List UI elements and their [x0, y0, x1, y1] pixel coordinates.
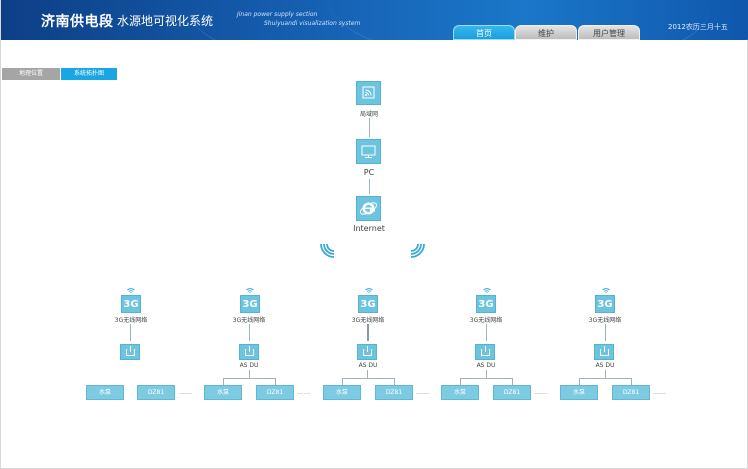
3g-module[interactable]: 3G	[240, 295, 260, 313]
internet-node[interactable]	[356, 196, 381, 221]
wifi-icon	[602, 288, 610, 293]
3g-network-label: 3G无线网络	[588, 317, 622, 324]
connector	[342, 378, 343, 385]
brand-subtitle: 水源地可视化系统	[117, 14, 214, 28]
lan-label: 局域网	[359, 111, 378, 118]
tab-maintenance[interactable]: 维护	[515, 25, 577, 40]
asdu-label: AS DU	[358, 362, 378, 369]
pc-label: PC	[363, 168, 375, 177]
device-node[interactable]	[357, 344, 377, 360]
connector	[249, 324, 250, 341]
brand-title: 济南供电段	[41, 14, 114, 30]
device-icon	[245, 346, 254, 356]
more-indicator: ……	[297, 389, 311, 396]
dz81-node[interactable]: DZ81	[612, 385, 650, 400]
connector	[367, 324, 369, 341]
more-indicator: ……	[534, 389, 548, 396]
internet-label: Internet	[353, 224, 385, 233]
pump-node[interactable]: 水泵	[441, 385, 479, 400]
subtab-geographic-location[interactable]: 地理位置	[2, 68, 60, 80]
device-icon	[600, 346, 609, 356]
3g-network-label: 3G无线网络	[232, 317, 266, 324]
asdu-label: AS DU	[595, 362, 615, 369]
wifi-icon	[127, 288, 135, 293]
device-icon	[126, 346, 135, 356]
more-indicator: ……	[416, 389, 430, 396]
english-title-line1: Jinan power supply section	[237, 11, 318, 18]
3g-module[interactable]: 3G	[358, 295, 378, 313]
pump-node[interactable]: 水泵	[323, 385, 361, 400]
wifi-icon	[483, 288, 491, 293]
dz81-node[interactable]: DZ81	[256, 385, 294, 400]
internet-explorer-icon	[359, 202, 378, 215]
connector	[394, 378, 395, 385]
connector	[631, 378, 632, 385]
date-display: 2012农历三月十五	[668, 23, 728, 31]
connector	[605, 370, 606, 378]
dz81-node[interactable]: DZ81	[375, 385, 413, 400]
3g-network-label: 3G无线网络	[351, 317, 385, 324]
dz81-node[interactable]: DZ81	[493, 385, 531, 400]
connector	[605, 324, 606, 341]
connector	[579, 378, 580, 385]
connector	[369, 179, 370, 194]
wireless-signal-icon	[410, 243, 425, 258]
device-node[interactable]	[594, 344, 614, 360]
wireless-signal-icon	[320, 243, 335, 258]
connector	[486, 324, 487, 341]
3g-network-label: 3G无线网络	[114, 317, 148, 324]
device-node[interactable]	[239, 344, 259, 360]
pump-node[interactable]: 水泵	[86, 385, 124, 400]
connector	[369, 118, 370, 137]
device-icon	[481, 346, 490, 356]
rss-icon	[362, 86, 375, 99]
connector	[512, 378, 513, 385]
connector	[342, 378, 395, 379]
lan-node[interactable]	[356, 81, 381, 105]
connector	[275, 378, 276, 385]
device-node[interactable]	[120, 344, 140, 360]
english-title-line2: Shuiyuandi visualization system	[264, 20, 361, 27]
connector	[460, 378, 461, 385]
pump-node[interactable]: 水泵	[560, 385, 598, 400]
3g-module[interactable]: 3G	[476, 295, 496, 313]
asdu-label: AS DU	[239, 362, 259, 369]
monitor-icon	[361, 145, 376, 158]
wifi-icon	[246, 288, 254, 293]
pump-node[interactable]: 水泵	[204, 385, 242, 400]
device-icon	[363, 346, 372, 356]
dz81-node[interactable]: DZ81	[137, 385, 175, 400]
header-banner: 济南供电段 水源地可视化系统 Jinan power supply sectio…	[1, 0, 748, 40]
tab-user-management[interactable]: 用户管理	[578, 25, 640, 40]
pc-node[interactable]	[356, 139, 381, 164]
connector	[249, 370, 250, 378]
wifi-icon	[365, 288, 373, 293]
subtab-system-topology[interactable]: 系统拓扑图	[61, 68, 117, 80]
tab-home[interactable]: 首页	[453, 25, 515, 40]
3g-network-label: 3G无线网络	[469, 317, 503, 324]
connector	[130, 324, 131, 341]
device-node[interactable]	[475, 344, 495, 360]
connector	[486, 370, 487, 378]
3g-module[interactable]: 3G	[595, 295, 615, 313]
3g-module[interactable]: 3G	[121, 295, 141, 313]
asdu-label: AS DU	[476, 362, 496, 369]
more-indicator: ……	[179, 389, 193, 396]
connector	[223, 378, 224, 385]
connector	[367, 370, 368, 378]
more-indicator: ……	[653, 389, 667, 396]
connector	[223, 378, 276, 379]
connector	[579, 378, 632, 379]
connector	[460, 378, 513, 379]
